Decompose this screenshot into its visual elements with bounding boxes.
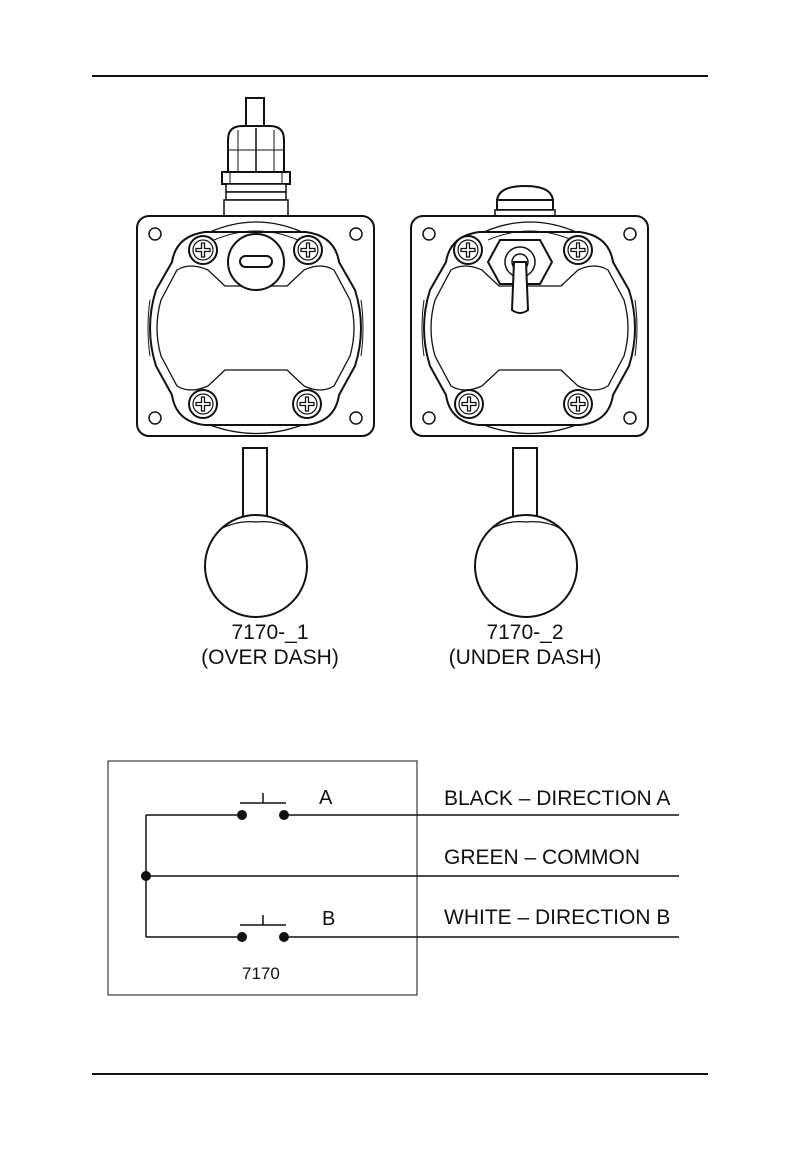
switch-b-label: B [322,908,335,931]
under-dash-unit [411,186,648,617]
lever-ball [475,515,577,617]
over-dash-model: 7170-_1 [170,620,370,645]
screw-icon [564,236,592,264]
screw-icon [189,236,217,264]
part-label: 7170 [242,964,280,984]
wire-label-green: GREEN – COMMON [444,846,640,870]
toggle-stem [512,262,528,313]
screw-icon [564,390,592,418]
screw-icon [454,236,482,264]
wire-label-black: BLACK – DIRECTION A [444,787,670,811]
cable [246,98,264,128]
screw-icon [455,390,483,418]
under-dash-caption: 7170-_2 (UNDER DASH) [425,620,625,670]
cable-gland [222,126,290,216]
switch-a-label: A [319,787,332,810]
under-dash-model: 7170-_2 [425,620,625,645]
switch-b-contact [237,915,289,942]
connector-boss [495,186,555,216]
over-dash-mount: (OVER DASH) [170,645,370,670]
over-dash-unit [137,98,374,617]
over-dash-caption: 7170-_1 (OVER DASH) [170,620,370,670]
screw-icon [189,390,217,418]
switch-a-contact [237,793,289,820]
footer-rule [92,1073,708,1075]
wire-label-white: WHITE – DIRECTION B [444,906,670,930]
lever-ball [205,515,307,617]
screw-icon [293,390,321,418]
under-dash-mount: (UNDER DASH) [425,645,625,670]
screw-icon [294,236,322,264]
